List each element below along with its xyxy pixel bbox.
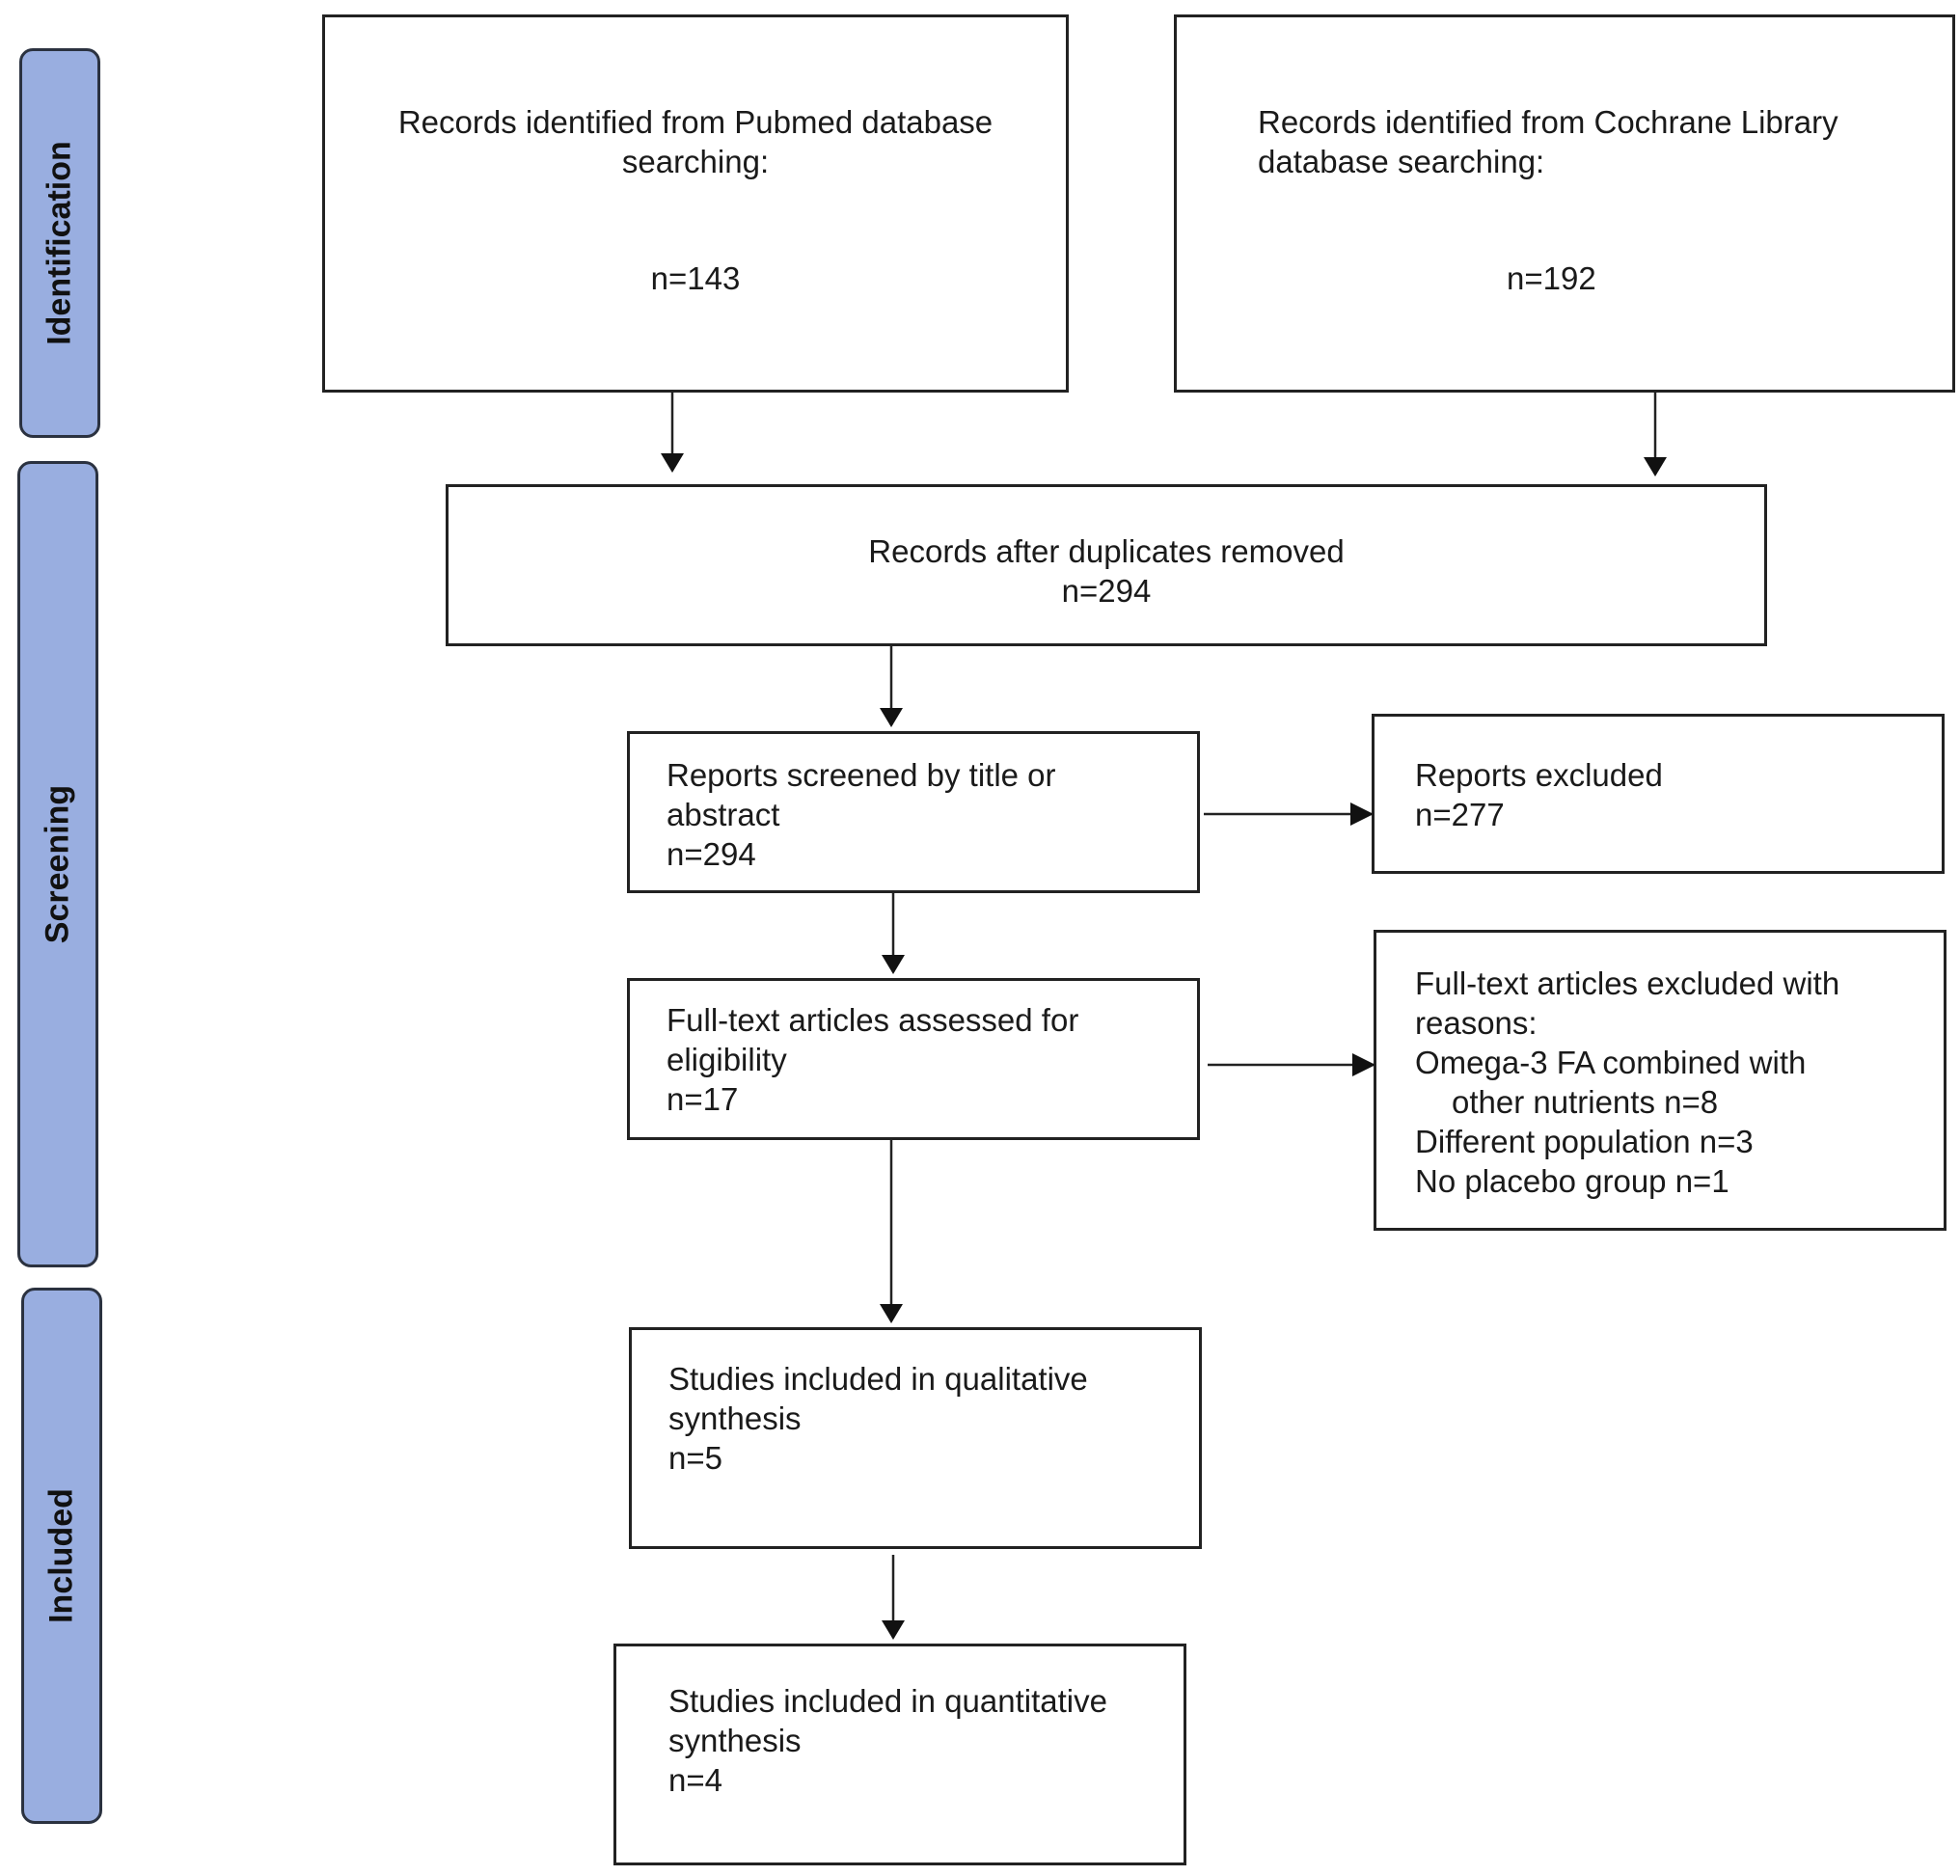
stage-screening: Screening <box>17 461 98 1267</box>
cochrane-records-box: Records identified from Cochrane Library… <box>1174 14 1955 393</box>
stage-included: Included <box>21 1288 102 1824</box>
qualitative-synthesis-count: n=5 <box>668 1440 722 1476</box>
fulltext-assessed-box: Full-text articles assessed for eligibil… <box>627 978 1200 1140</box>
arrowhead-excluded <box>1350 802 1374 826</box>
fulltext-excluded-text-2: reasons: <box>1415 1005 1538 1041</box>
arrowhead-duplicates <box>880 708 903 727</box>
fulltext-assessed-count: n=17 <box>667 1081 739 1117</box>
arrowhead-qualitative <box>882 1620 905 1640</box>
fulltext-assessed-text-2: eligibility <box>667 1042 787 1077</box>
screened-reports-text-2: abstract <box>667 797 780 832</box>
fulltext-excluded-reason-omega3: Omega-3 FA combined with <box>1415 1045 1807 1080</box>
duplicates-removed-box: Records after duplicates removed n=294 <box>446 484 1767 646</box>
arrowhead-fulltext-excluded <box>1352 1053 1375 1076</box>
qualitative-synthesis-text-2: synthesis <box>668 1400 802 1436</box>
reports-excluded-count: n=277 <box>1415 797 1505 832</box>
pubmed-records-box: Records identified from Pubmed database … <box>322 14 1069 393</box>
fulltext-excluded-reason-population: Different population n=3 <box>1415 1124 1754 1159</box>
duplicates-removed-count: n=294 <box>1061 573 1152 609</box>
qualitative-synthesis-text-1: Studies included in qualitative <box>668 1361 1088 1397</box>
cochrane-records-text-2: database searching: <box>1258 144 1545 179</box>
qualitative-synthesis-box: Studies included in qualitative synthesi… <box>629 1327 1202 1549</box>
reports-excluded-text: Reports excluded <box>1415 757 1663 793</box>
fulltext-assessed-text-1: Full-text articles assessed for <box>667 1002 1079 1038</box>
quantitative-synthesis-box: Studies included in quantitative synthes… <box>613 1644 1186 1865</box>
arrowhead-screened <box>882 955 905 974</box>
fulltext-excluded-text-1: Full-text articles excluded with <box>1415 965 1840 1001</box>
reports-excluded-box: Reports excluded n=277 <box>1372 714 1945 874</box>
screened-reports-text-1: Reports screened by title or <box>667 757 1056 793</box>
fulltext-excluded-reason-placebo: No placebo group n=1 <box>1415 1163 1729 1199</box>
screened-reports-box: Reports screened by title or abstract n=… <box>627 731 1200 893</box>
cochrane-records-text-1: Records identified from Cochrane Library <box>1258 104 1838 140</box>
pubmed-records-text-2: searching: <box>621 144 770 179</box>
quantitative-synthesis-count: n=4 <box>668 1762 722 1798</box>
cochrane-records-count: n=192 <box>1507 260 1596 296</box>
screened-reports-count: n=294 <box>667 836 756 872</box>
duplicates-removed-text: Records after duplicates removed <box>868 533 1345 569</box>
pubmed-records-text-1: Records identified from Pubmed database <box>397 104 994 140</box>
fulltext-excluded-box: Full-text articles excluded with reasons… <box>1374 930 1946 1231</box>
quantitative-synthesis-text-1: Studies included in quantitative <box>668 1683 1107 1719</box>
stage-identification: Identification <box>19 48 100 438</box>
quantitative-synthesis-text-2: synthesis <box>668 1723 802 1758</box>
pubmed-records-count: n=143 <box>650 260 741 296</box>
arrowhead-fulltext <box>880 1304 903 1323</box>
arrowhead-cochrane <box>1644 457 1667 476</box>
arrowhead-pubmed <box>661 453 684 473</box>
fulltext-excluded-reason-omega3-cont: other nutrients n=8 <box>1452 1084 1719 1120</box>
